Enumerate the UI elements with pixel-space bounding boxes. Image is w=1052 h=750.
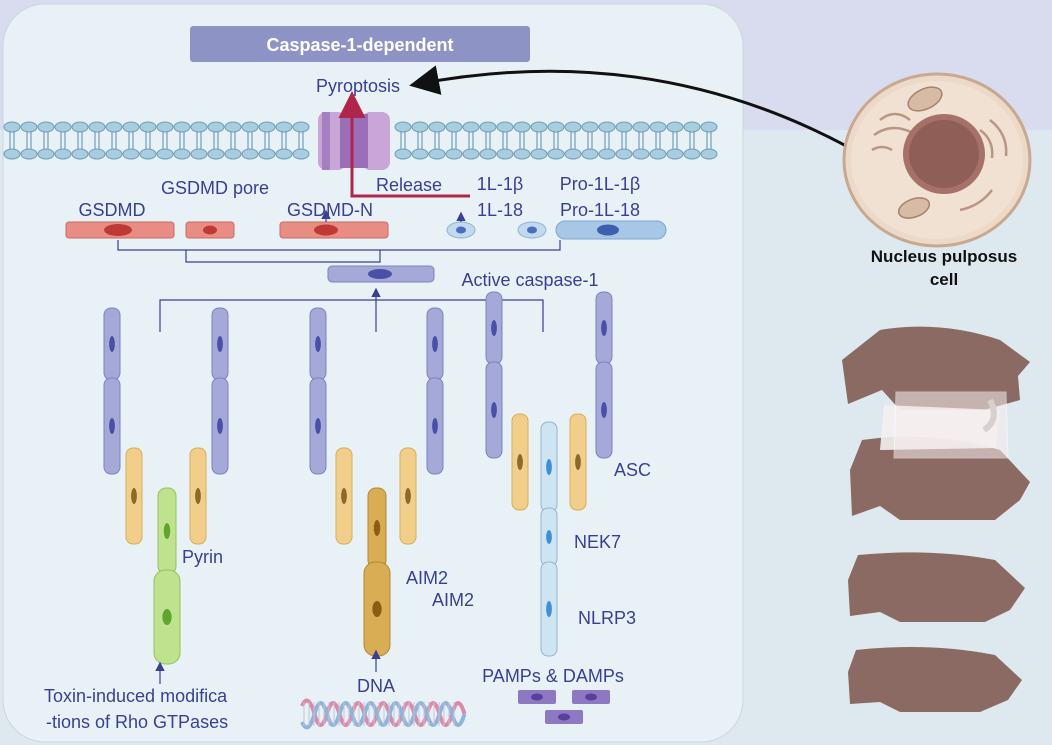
asc-adaptor-3 bbox=[399, 447, 417, 545]
gsdmd-label: GSDMD bbox=[79, 200, 146, 220]
toxin-label-line1: Toxin-induced modifica bbox=[44, 686, 228, 706]
caspase1-pro-lower-0 bbox=[103, 377, 121, 475]
nek7-label: NEK7 bbox=[574, 532, 621, 552]
asc-adaptor-4 bbox=[511, 413, 529, 511]
toxin-label-line2: -tions of Rho GTPases bbox=[46, 712, 228, 732]
title-text: Caspase-1-dependent bbox=[266, 35, 453, 55]
pamps-damps-label: PAMPs & DAMPs bbox=[482, 666, 624, 686]
gsdmd-n-label: GSDMD-N bbox=[287, 200, 373, 220]
nlrp3-middle bbox=[540, 507, 558, 567]
gsdmd-pore-channel bbox=[318, 112, 390, 170]
pro-il18-label: Pro-1L-18 bbox=[560, 200, 640, 220]
pamps-damps-particles bbox=[518, 690, 610, 724]
caspase1-pro-lower-4 bbox=[485, 361, 503, 459]
gsdmd-n-protein bbox=[279, 221, 389, 239]
il1b-particle bbox=[446, 221, 476, 239]
cell-panel bbox=[2, 3, 744, 743]
caspase1-pro-upper-5 bbox=[595, 291, 613, 365]
asc-label: ASC bbox=[614, 460, 651, 480]
nlrp3-upper bbox=[540, 421, 558, 513]
title-box bbox=[190, 26, 530, 62]
pyrin-lower bbox=[153, 569, 181, 665]
aim2-upper bbox=[367, 487, 387, 569]
aim2-label-b: AIM2 bbox=[432, 590, 474, 610]
inflammasome-bracket bbox=[159, 299, 544, 332]
pyroptosis-label: Pyroptosis bbox=[316, 76, 400, 96]
il18-label: 1L-18 bbox=[477, 200, 523, 220]
active-caspase1-protein bbox=[327, 265, 435, 283]
aim2-label-a: AIM2 bbox=[406, 568, 448, 588]
nlrp3-lower bbox=[540, 561, 558, 657]
caspase1-pro-upper-0 bbox=[103, 307, 121, 381]
asc-adaptor-2 bbox=[335, 447, 353, 545]
caspase1-pro-upper-1 bbox=[211, 307, 229, 381]
spine-vertebrae-icon bbox=[842, 326, 1030, 712]
caspase1-pro-lower-5 bbox=[595, 361, 613, 459]
gsdmd-pore-label: GSDMD pore bbox=[161, 178, 269, 198]
aim2-lower bbox=[363, 561, 391, 657]
asc-adaptor-1 bbox=[189, 447, 207, 545]
gsdmd-c-fragment bbox=[185, 221, 235, 239]
nucleus-pulposus-cell-icon bbox=[842, 72, 1032, 248]
dna-label: DNA bbox=[357, 676, 395, 696]
inflammasome-components bbox=[103, 291, 613, 665]
pyrin-label: Pyrin bbox=[182, 547, 223, 567]
cell-label-line1: Nucleus pulposus bbox=[871, 247, 1017, 266]
caspase1-pro-upper-2 bbox=[309, 307, 327, 381]
caspase1-pro-lower-1 bbox=[211, 377, 229, 475]
caspase1-pro-lower-2 bbox=[309, 377, 327, 475]
pro-il1b-label: Pro-1L-1β bbox=[560, 174, 640, 194]
nlrp3-label: NLRP3 bbox=[578, 608, 636, 628]
cell-membrane bbox=[3, 121, 718, 160]
caspase1-pro-upper-4 bbox=[485, 291, 503, 365]
cell-label-line2: cell bbox=[930, 270, 958, 289]
substrate-bracket bbox=[117, 240, 561, 263]
asc-adaptor-0 bbox=[125, 447, 143, 545]
pro-il-protein bbox=[555, 220, 667, 240]
cell-to-pyroptosis-arrow bbox=[409, 65, 851, 150]
asc-adaptor-5 bbox=[569, 413, 587, 511]
caspase1-pro-lower-3 bbox=[426, 377, 444, 475]
dna-helix bbox=[300, 698, 467, 730]
release-arrow bbox=[338, 91, 470, 198]
active-caspase1-label: Active caspase-1 bbox=[461, 270, 598, 290]
release-label: Release bbox=[376, 175, 442, 195]
il18-particle bbox=[517, 221, 547, 239]
il1b-label: 1L-1β bbox=[477, 174, 523, 194]
gsdmd-protein bbox=[65, 221, 175, 239]
pyrin-upper bbox=[157, 487, 177, 575]
caspase1-pro-upper-3 bbox=[426, 307, 444, 381]
